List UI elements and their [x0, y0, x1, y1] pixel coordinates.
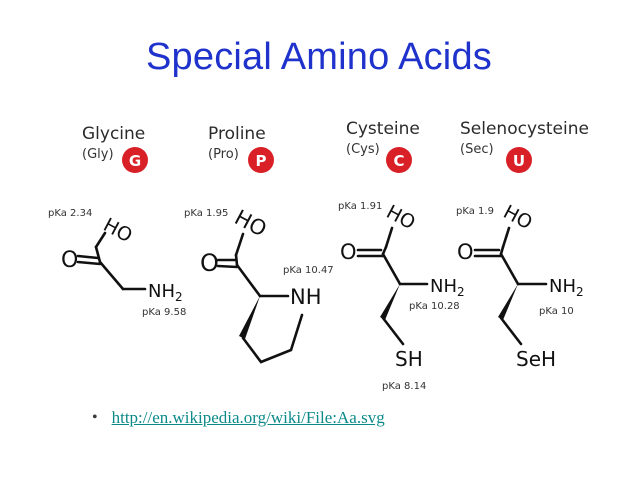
glycine-bond-c-o-2	[76, 260, 102, 266]
cysteine-bond-cb-s	[381, 316, 405, 346]
cysteine-nh-label: NH2	[430, 276, 465, 299]
bullet-marker: •	[92, 409, 98, 426]
proline-bond-c	[234, 253, 239, 267]
proline-bond-c-o-2	[216, 264, 239, 269]
proline-group: Proline (Pro) P pKa 1.95 HO O NH pKa 10.…	[184, 124, 334, 364]
selenocysteine-wedge-bond	[498, 284, 518, 320]
cysteine-pka-carboxyl: pKa 1.91	[338, 201, 382, 212]
glycine-ho-label: HO	[100, 214, 136, 247]
cysteine-bond-c-oh	[384, 226, 394, 249]
selenocysteine-nh-label: NH2	[549, 276, 584, 299]
slide-title: Special Amino Acids	[146, 36, 492, 78]
glycine-badge	[122, 147, 148, 173]
selenocysteine-group: Selenocysteine (Sec) U pKa 1.9 HO O NH2 …	[456, 119, 589, 371]
amino-acid-figure: Glycine (Gly) G pKa 2.34 HO O NH2 pKa 9.…	[40, 112, 600, 402]
proline-pka-amino: pKa 10.47	[283, 265, 334, 276]
selenocysteine-bond-cb-se	[499, 316, 523, 346]
glycine-name: Glycine	[82, 124, 145, 144]
selenocysteine-abbr: (Sec)	[460, 142, 494, 157]
proline-letter: P	[256, 152, 267, 170]
cysteine-bond-c-ca	[381, 252, 402, 286]
glycine-bond-c-o-1	[76, 254, 100, 260]
cysteine-wedge-bond	[380, 284, 400, 320]
selenocysteine-pka-amino: pKa 10	[539, 306, 574, 317]
selenocysteine-bond-c-oh	[501, 226, 511, 249]
glycine-o-label: O	[61, 248, 78, 273]
cysteine-letter: C	[393, 152, 404, 170]
proline-name: Proline	[208, 124, 266, 144]
cysteine-group: Cysteine (Cys) C pKa 1.91 HO O NH2 pKa 1…	[338, 119, 465, 392]
selenocysteine-pka-carboxyl: pKa 1.9	[456, 206, 494, 217]
selenocysteine-letter: U	[513, 152, 525, 170]
proline-o-label: O	[200, 249, 219, 277]
glycine-pka-carboxyl: pKa 2.34	[48, 208, 92, 219]
cysteine-name: Cysteine	[346, 119, 420, 139]
cysteine-o-label: O	[340, 240, 357, 264]
proline-pka-carboxyl: pKa 1.95	[184, 208, 228, 219]
glycine-group: Glycine (Gly) G pKa 2.34 HO O NH2 pKa 9.…	[48, 124, 186, 318]
proline-wedge-bond	[239, 296, 260, 339]
glycine-pka-amino: pKa 9.58	[142, 307, 186, 318]
cysteine-sh-label: SH	[395, 347, 423, 371]
selenocysteine-seh-label: SeH	[516, 347, 556, 371]
structures-svg: Glycine (Gly) G pKa 2.34 HO O NH2 pKa 9.…	[48, 119, 589, 392]
proline-bond-c-oh	[234, 232, 245, 257]
selenocysteine-ho-label: HO	[500, 201, 536, 234]
proline-nh-label: NH	[290, 285, 322, 309]
glycine-bond-c-ca	[98, 260, 125, 291]
cysteine-badge	[386, 147, 412, 173]
proline-badge	[248, 147, 274, 173]
selenocysteine-bond-c-ca	[499, 252, 520, 286]
reference-list-item: • http://en.wikipedia.org/wiki/File:Aa.s…	[92, 406, 385, 430]
glycine-bond-c-oh	[94, 231, 107, 249]
source-link[interactable]: http://en.wikipedia.org/wiki/File:Aa.svg	[111, 408, 385, 427]
proline-ho-label: HO	[231, 205, 271, 241]
selenocysteine-o-label: O	[457, 240, 474, 264]
cysteine-pka-side: pKa 8.14	[382, 381, 426, 392]
glycine-abbr: (Gly)	[82, 147, 114, 162]
cysteine-pka-amino: pKa 10.28	[409, 301, 460, 312]
glycine-bond-c	[94, 245, 102, 264]
glycine-letter: G	[129, 152, 141, 170]
selenocysteine-name: Selenocysteine	[460, 119, 589, 139]
selenocysteine-badge	[506, 147, 532, 173]
cysteine-abbr: (Cys)	[346, 142, 380, 157]
glycine-nh-label: NH2	[148, 281, 183, 304]
proline-abbr: (Pro)	[208, 147, 239, 162]
proline-bond-c-ca	[235, 263, 262, 298]
cysteine-ho-label: HO	[383, 201, 419, 234]
proline-ring	[241, 313, 304, 364]
